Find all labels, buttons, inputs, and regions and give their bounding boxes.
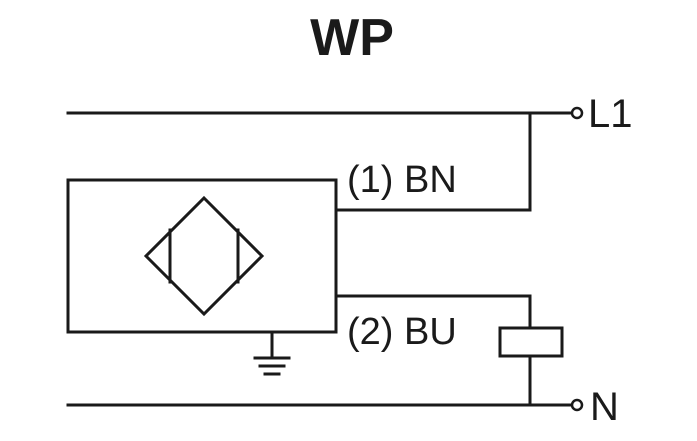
diagram-title: WP	[310, 9, 394, 67]
brown-wire-label: (1) BN	[347, 159, 457, 201]
neutral-terminal	[570, 398, 584, 412]
l1-terminal-label: L1	[588, 92, 633, 136]
sensor-housing	[66, 178, 338, 334]
neutral-terminal-label: N	[590, 385, 619, 429]
brown-wire	[334, 111, 532, 212]
l1-terminal	[570, 106, 584, 120]
inductive-proximity-sensor-icon	[143, 195, 265, 317]
ground-icon	[253, 330, 291, 376]
load-resistor-icon	[498, 326, 564, 358]
blue-wire	[334, 294, 532, 330]
blue-wire-label: (2) BU	[347, 311, 457, 353]
